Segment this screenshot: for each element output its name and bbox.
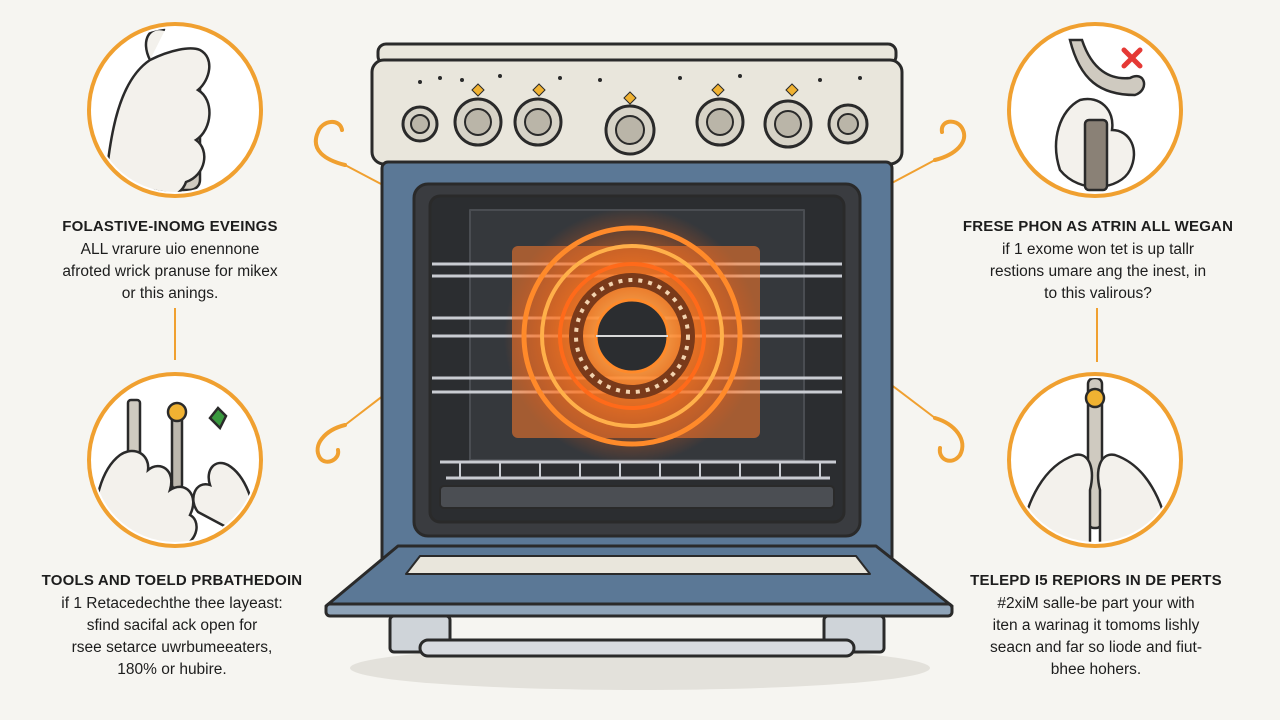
oven-knob-icon[interactable] [695, 97, 745, 147]
block-line: seacn and far so liode and fiut- [990, 639, 1202, 656]
control-details [401, 74, 869, 156]
block-line: rsee setarce uwrbumeeaters, [71, 639, 273, 656]
indicator-dot [438, 76, 442, 80]
oven-door[interactable] [324, 544, 954, 658]
indicator-light [711, 83, 725, 97]
heating-coil-pattern [574, 278, 690, 394]
indicator-dot [818, 78, 822, 82]
block-line: afroted wrick pranuse for mikex [62, 263, 278, 280]
oven-bottom-tray [439, 485, 835, 509]
block-line: iten a warinag it tomoms lishly [992, 617, 1200, 634]
indicator-light [471, 83, 485, 97]
block-title: FRESE PHON AS ATRIN ALL WEGAN [962, 218, 1234, 235]
block-line: bhee hohers. [1050, 661, 1142, 678]
oven-knob-icon[interactable] [763, 99, 813, 149]
block-line: 180% or hubire. [117, 661, 227, 678]
block-line: or this anings. [121, 285, 219, 302]
orange-hook-connector-icon [933, 119, 966, 162]
indicator-dot [460, 78, 464, 82]
block-title: TELEPD I5 REPIORS IN DE PERTS [970, 572, 1222, 589]
hands-with-tools-icon [87, 372, 263, 548]
hand-holding-bottle-icon [87, 22, 263, 198]
glow-ring [521, 225, 743, 447]
block-title: FOLASTIVE-INOMG EVEINGS [62, 218, 278, 235]
indicator-dot [738, 74, 742, 78]
indicator-dot [418, 80, 422, 84]
text-block-bottom-right: TELEPD I5 REPIORS IN DE PERTS #2xiM sall… [946, 572, 1246, 681]
glow-ring [558, 262, 706, 410]
leaf-icon [208, 406, 228, 431]
indicator-dots [418, 74, 862, 84]
oven-door-edge [324, 602, 954, 618]
block-line: if 1 Retacedechthe thee layeast: [61, 595, 283, 612]
indicator-dot [498, 74, 502, 78]
indicator-dot [678, 76, 682, 80]
block-title: TOOLS AND TOELD PRBATHEDOIN [41, 572, 303, 589]
block-line: sfind sacifal ack open for [86, 617, 258, 634]
indicator-dot [558, 76, 562, 80]
hook-connectors [314, 119, 966, 464]
block-line: if 1 exome won tet is up tallr [1001, 241, 1195, 258]
indicator-lights [471, 83, 799, 105]
text-block-top-right: FRESE PHON AS ATRIN ALL WEGAN if 1 exome… [948, 218, 1248, 305]
orange-hook-connector-icon [933, 416, 965, 463]
block-line: to this valirous? [1044, 285, 1152, 302]
indicator-light [532, 83, 546, 97]
hands-with-thermometer-icon [1007, 372, 1183, 548]
oven-knob-icon[interactable] [827, 103, 869, 145]
block-line: ALL vrarure uio enennone [80, 241, 260, 258]
heating-element-glow-icon [504, 208, 760, 464]
text-block-bottom-left: TOOLS AND TOELD PRBATHEDOIN if 1 Retaced… [22, 572, 322, 681]
block-line: restions umare ang the inest, in [989, 263, 1207, 280]
hand-holding-tongs-icon [1007, 22, 1183, 198]
oven-knob-icon[interactable] [401, 105, 439, 143]
indicator-dot [858, 76, 862, 80]
orange-hook-connector-icon [315, 423, 347, 464]
orange-hook-connector-icon [314, 120, 347, 167]
knobs [401, 97, 869, 156]
oven-knob-icon[interactable] [513, 97, 563, 147]
door-handle[interactable] [418, 638, 856, 658]
indicator-light [785, 83, 799, 97]
indicator-light [623, 91, 637, 105]
warning-x-icon [1121, 47, 1143, 69]
oven-knob-icon[interactable] [453, 97, 503, 147]
indicator-dot [598, 78, 602, 82]
oven-door-window [405, 555, 871, 575]
oven-knob-icon[interactable] [604, 104, 656, 156]
glow-ring [540, 244, 724, 428]
block-line: #2xiM salle-be part your with [997, 595, 1195, 612]
text-block-top-left: FOLASTIVE-INOMG EVEINGS ALL vrarure uio … [20, 218, 320, 305]
